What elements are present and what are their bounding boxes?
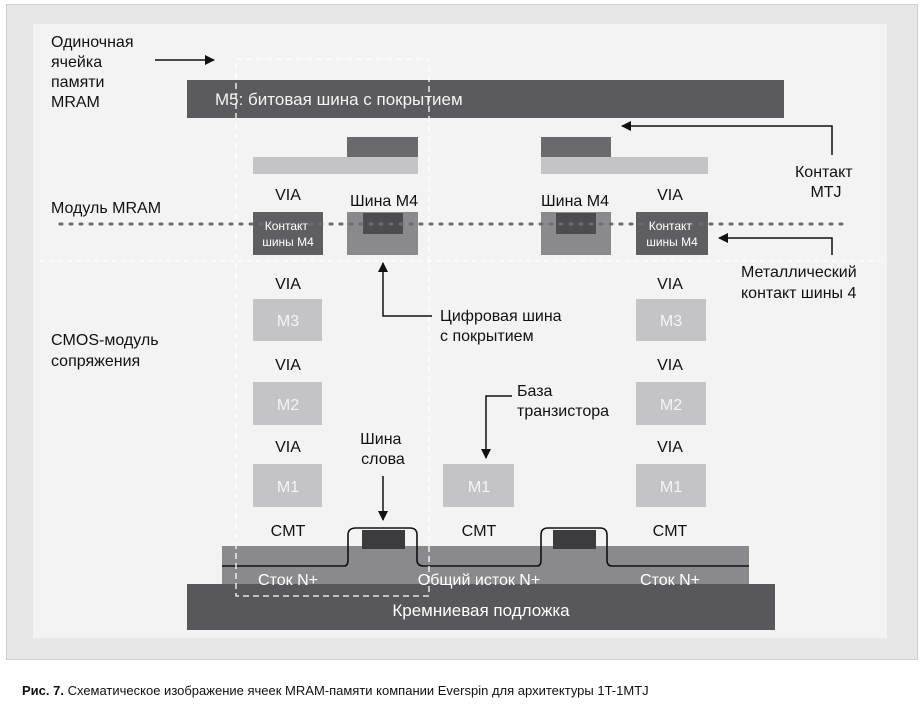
- cmt-label: CMT: [271, 523, 306, 540]
- via-label: VIA: [657, 187, 683, 204]
- m3-label: M3: [660, 313, 682, 330]
- m1-left: [253, 464, 322, 507]
- m1-middle: [443, 464, 514, 507]
- m3-left: [253, 299, 322, 341]
- m1-label: M1: [660, 479, 682, 496]
- mtj-contact-label: Контакт MTJ: [795, 164, 857, 201]
- via-label: VIA: [275, 357, 301, 374]
- caption-prefix: Рис. 7.: [22, 683, 64, 698]
- digit-line-label: Цифровая шина с покрытием: [440, 308, 566, 345]
- via-label: VIA: [657, 439, 683, 456]
- mram-cell-diagram: Одиночная ячейка памяти MRAM Модуль MRAM…: [40, 34, 885, 630]
- cell-label: Одиночная ячейка памяти MRAM: [51, 34, 138, 111]
- m1-label: M1: [468, 479, 490, 496]
- m4-contact-right: [636, 212, 708, 255]
- diffusion-layer: [222, 546, 749, 584]
- mtj-top-right: [541, 137, 611, 157]
- mtj-contact-arrow: [621, 121, 833, 155]
- m2-left: [253, 382, 322, 425]
- m5-bitline: [187, 80, 784, 118]
- metal-contact-label: Металлический контакт шины 4: [741, 264, 861, 302]
- m3-label: M3: [277, 313, 299, 330]
- drain-label: Сток N+: [640, 572, 700, 589]
- cmt-label: CMT: [653, 523, 688, 540]
- cmt-label: CMT: [462, 523, 497, 540]
- substrate-label: Кремниевая подложка: [392, 601, 570, 620]
- via-label: VIA: [657, 276, 683, 293]
- figure-caption: Рис. 7. Схематическое изображение ячеек …: [22, 683, 649, 698]
- mtj-bottom-right: [541, 157, 708, 174]
- cmos-module-label: CMOS-модуль сопряжения: [51, 332, 163, 370]
- single-cell-outline: [235, 58, 430, 597]
- via-label: VIA: [275, 439, 301, 456]
- m2-label: M2: [660, 397, 682, 414]
- bitline-label: М5: битовая шина с покрытием: [215, 90, 463, 109]
- m2-right: [636, 382, 706, 425]
- gate-profile-left: [222, 527, 749, 567]
- via-label: VIA: [275, 276, 301, 293]
- m1-right: [636, 464, 706, 507]
- digit-line-arrow: [378, 262, 432, 317]
- m1-label: M1: [277, 479, 299, 496]
- via-label: VIA: [657, 357, 683, 374]
- mtj-bottom-left: [253, 157, 418, 174]
- mtj-top-left: [347, 137, 418, 157]
- m3-right: [636, 299, 706, 341]
- metal-contact-arrow: [718, 233, 833, 255]
- silicon-substrate: [187, 584, 775, 630]
- word-line-label: Шина слова: [360, 431, 406, 468]
- m2-label: M2: [277, 397, 299, 414]
- m4-contact-label: Контакт шины М4: [646, 219, 698, 249]
- word-line-gate: [362, 530, 405, 549]
- m4-bus-label: Шина М4: [350, 193, 418, 210]
- gate-right: [553, 530, 596, 549]
- common-source-label: Общий исток N+: [418, 572, 540, 589]
- transistor-base-arrow: [481, 395, 512, 459]
- transistor-base-label: База транзистора: [517, 383, 609, 420]
- mram-module-label: Модуль MRAM: [51, 200, 161, 217]
- m4-bus-label: Шина М4: [541, 193, 609, 210]
- drain-label: Сток N+: [258, 572, 318, 589]
- via-label: VIA: [275, 187, 301, 204]
- m4-contact-label: Контакт шины М4: [262, 219, 314, 249]
- m4-contact-left: [253, 212, 323, 255]
- m4-bus-right-core: [556, 213, 596, 234]
- caption-text: Схематическое изображение ячеек MRAM-пам…: [63, 683, 649, 698]
